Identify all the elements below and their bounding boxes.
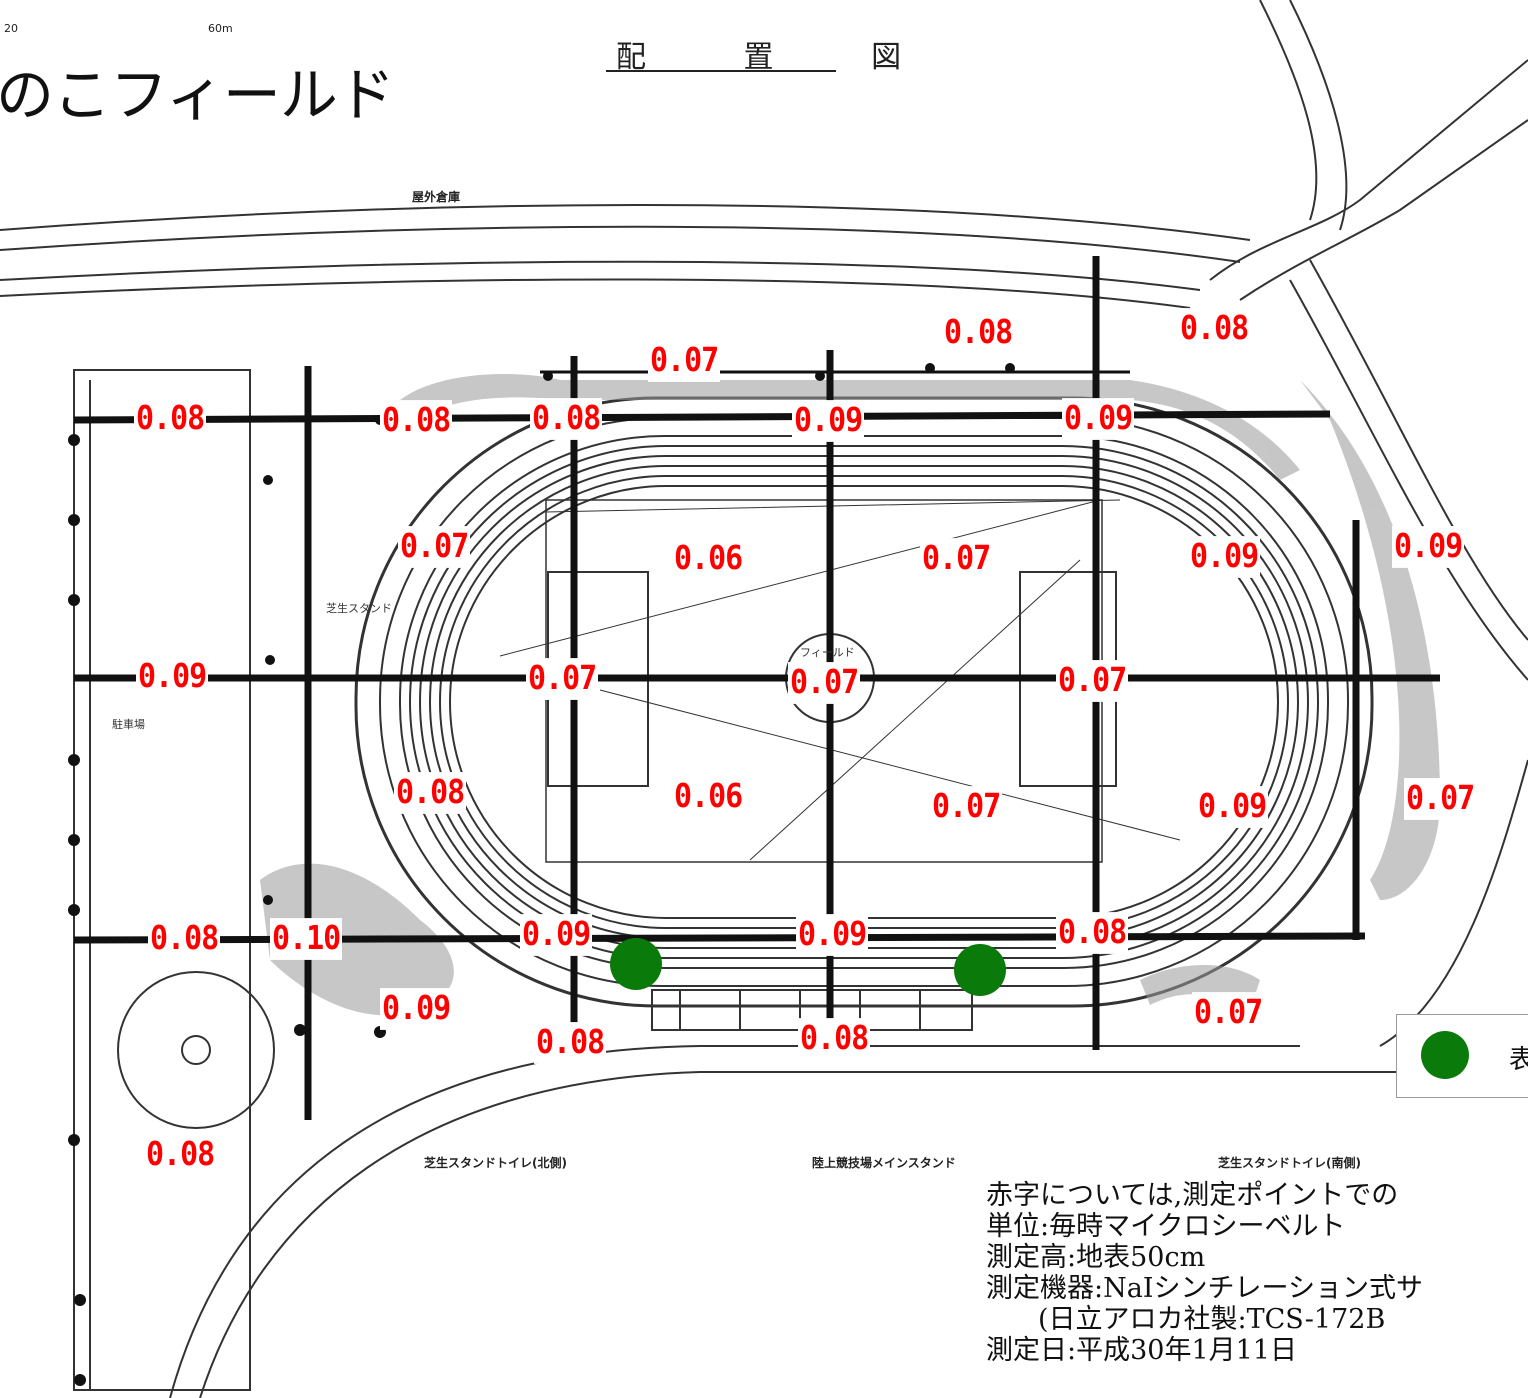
- measurement-value: 0.09: [1188, 536, 1261, 578]
- measurement-value: 0.07: [526, 658, 599, 700]
- measurement-value: 0.07: [1192, 992, 1265, 1034]
- legend-box: 表: [1396, 1014, 1528, 1098]
- plan-title: 配 置 図: [616, 40, 946, 75]
- measurement-value: 0.08: [144, 1134, 217, 1176]
- measurement-value: 0.07: [788, 662, 861, 704]
- measurement-value: 0.09: [1062, 398, 1135, 440]
- note-line: 単位:毎時マイクロシーベルト: [986, 1211, 1346, 1242]
- measurement-value: 0.08: [942, 312, 1015, 354]
- plan-title-underline: [606, 70, 836, 72]
- scale-label-right: 60m: [208, 22, 233, 35]
- measurement-value: 0.08: [1056, 912, 1129, 954]
- measurement-value: 0.09: [136, 656, 209, 698]
- measurement-value: 0.07: [398, 526, 471, 568]
- measurement-notes: 赤字については,測定ポイントでの 単位:毎時マイクロシーベルト 測定高:地表50…: [986, 1180, 1528, 1366]
- measurement-value: 0.08: [798, 1018, 871, 1060]
- measurement-value: 0.08: [530, 398, 603, 440]
- measurement-value: 0.08: [394, 772, 467, 814]
- measurement-value: 0.09: [792, 400, 865, 442]
- note-line: 測定日:平成30年1月11日: [986, 1335, 1297, 1366]
- callout-toilet-south: 芝生スタンドトイレ(南側): [1218, 1156, 1361, 1170]
- measurement-value: 0.07: [648, 340, 721, 382]
- measurement-value: 0.08: [534, 1022, 607, 1064]
- measurement-value: 0.08: [1178, 308, 1251, 350]
- measurement-value: 0.09: [1392, 526, 1465, 568]
- note-line: 測定高:地表50cm: [986, 1242, 1206, 1273]
- legend-label: 表: [1509, 1045, 1528, 1075]
- callout-warehouse: 屋外倉庫: [412, 190, 461, 204]
- measurement-value: 0.10: [270, 918, 343, 960]
- green-point-marker: [610, 938, 662, 990]
- measurement-value: 0.07: [1404, 778, 1477, 820]
- note-line: (日立アロカ社製:TCS-172B: [1038, 1304, 1386, 1335]
- parking-label: 駐車場: [112, 718, 145, 731]
- measurement-value: 0.09: [380, 988, 453, 1030]
- turf-stand-label: 芝生スタンド: [326, 602, 392, 615]
- measurement-value: 0.06: [672, 776, 745, 818]
- measurement-value: 0.09: [1196, 786, 1269, 828]
- facility-title: のこフィールド: [0, 61, 395, 129]
- note-line: 測定機器:NaIシンチレーション式サ: [986, 1273, 1423, 1304]
- green-point-marker: [954, 944, 1006, 996]
- measurement-value: 0.07: [930, 786, 1003, 828]
- measurement-value: 0.08: [380, 400, 453, 442]
- note-line: 赤字については,測定ポイントでの: [986, 1180, 1399, 1211]
- measurement-value: 0.07: [920, 538, 993, 580]
- field-label: フィールド: [800, 646, 855, 659]
- callout-toilet-north: 芝生スタンドトイレ(北側): [424, 1156, 567, 1170]
- legend-marker-icon: [1421, 1031, 1469, 1079]
- measurement-value: 0.09: [520, 914, 593, 956]
- scale-label-left: 20: [4, 22, 18, 35]
- measurement-value: 0.08: [134, 398, 207, 440]
- measurement-value: 0.08: [148, 918, 221, 960]
- callout-main-stand: 陸上競技場メインスタンド: [812, 1156, 956, 1170]
- measurement-value: 0.07: [1056, 660, 1129, 702]
- measurement-value: 0.06: [672, 538, 745, 580]
- measurement-value: 0.09: [796, 914, 869, 956]
